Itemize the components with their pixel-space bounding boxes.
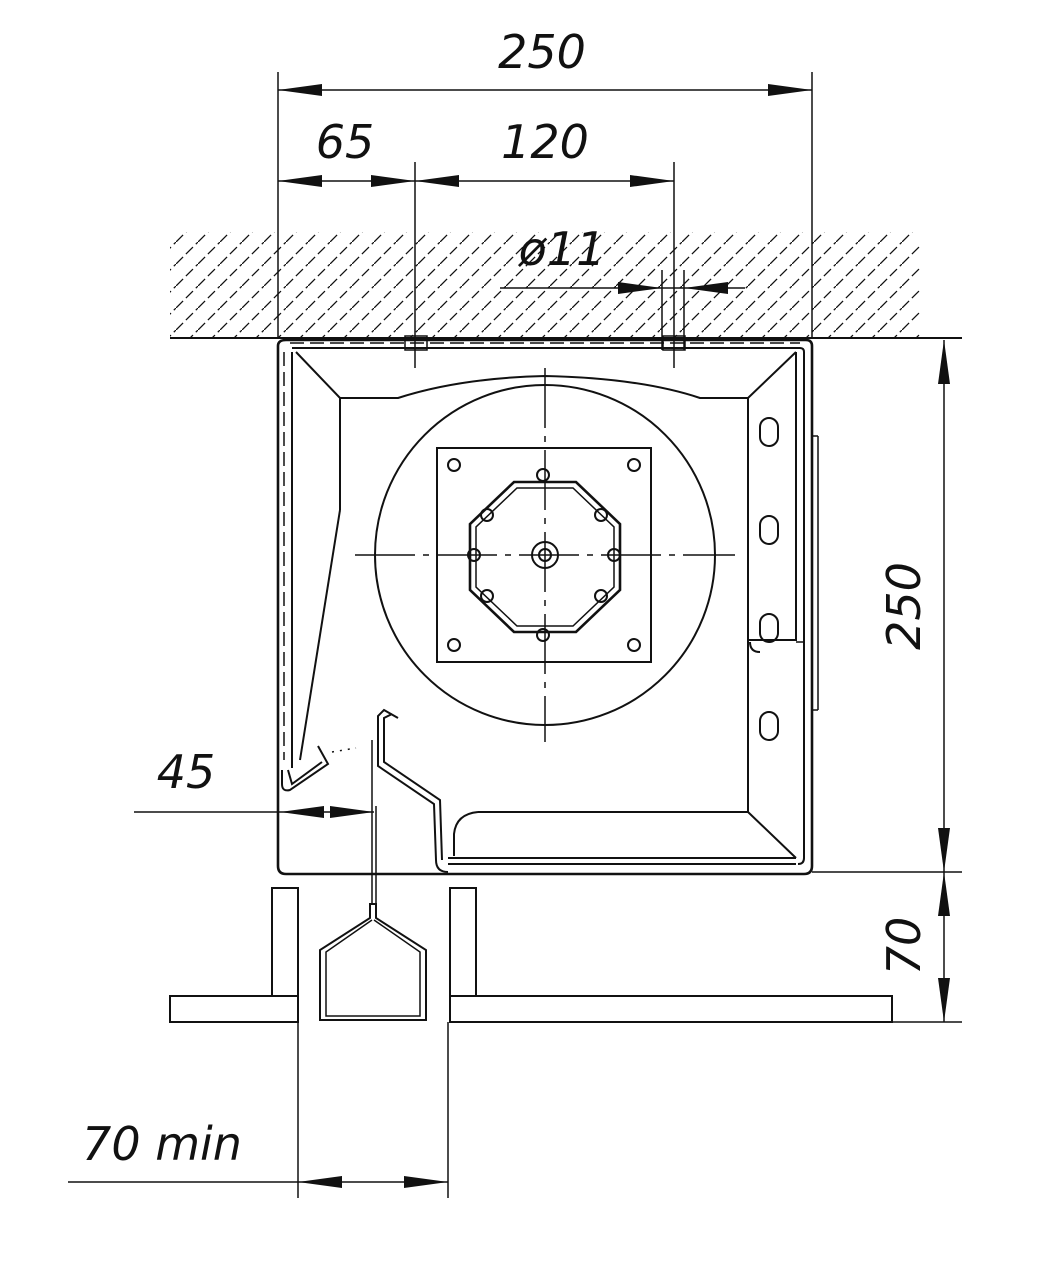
drain-hanger xyxy=(319,708,449,1021)
dimension-label-hole-spacing: 120 xyxy=(501,115,589,169)
mounting-slot xyxy=(759,613,779,643)
dimension-side-gap: 45 xyxy=(134,745,374,818)
dimension-label-left-offset: 65 xyxy=(316,115,375,169)
dimension-slot-width: 70 min xyxy=(68,1022,449,1198)
dimension-label-slot-width: 70 min xyxy=(82,1117,242,1171)
dimension-floor-gap: 70 xyxy=(877,872,962,1023)
mounting-slot xyxy=(759,515,779,545)
fan-wheel xyxy=(355,368,735,742)
ceiling-slab xyxy=(170,232,962,339)
dimension-label-overall-width: 250 xyxy=(498,25,586,79)
mounting-slot xyxy=(759,417,779,447)
dimension-overall-width: 250 xyxy=(277,25,813,338)
dimension-label-hole-diameter: ø11 xyxy=(518,222,606,276)
dimension-hole-spacing: 120 xyxy=(415,115,675,368)
floor-structure xyxy=(169,887,893,1023)
dimension-left-offset: 65 xyxy=(278,115,416,368)
mounting-slot xyxy=(759,711,779,741)
dimension-label-height: 250 xyxy=(877,562,931,650)
fan-housing xyxy=(276,338,819,876)
dimension-label-floor-gap: 70 xyxy=(877,917,931,976)
dimension-hole-diameter: ø11 xyxy=(500,222,745,350)
dimension-height: 250 xyxy=(812,340,962,873)
dimension-label-side-gap: 45 xyxy=(157,745,216,799)
